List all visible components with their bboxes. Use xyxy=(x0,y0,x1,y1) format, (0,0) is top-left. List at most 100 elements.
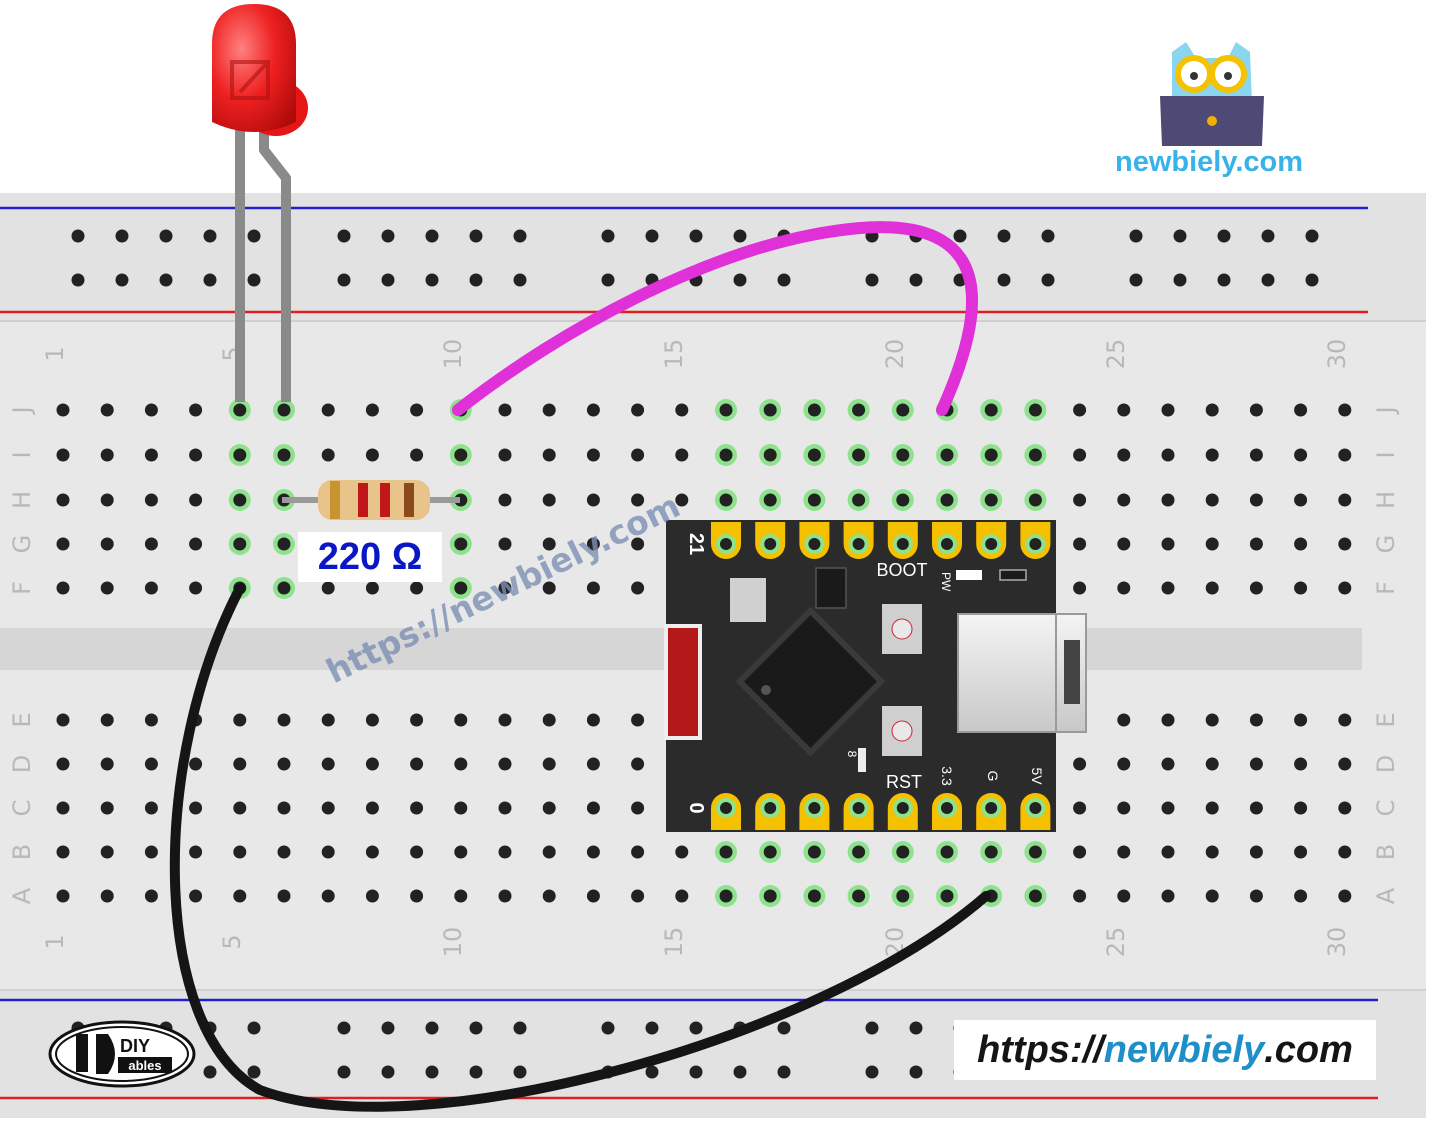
hole-socket xyxy=(645,1021,659,1035)
pin-5v-label: 5V xyxy=(1029,767,1045,785)
rail-hole xyxy=(381,229,395,243)
hole-socket xyxy=(586,801,600,815)
breadboard-hole xyxy=(189,537,203,551)
breadboard-hole xyxy=(273,444,295,466)
resistor-value-label: 220 Ω xyxy=(298,532,442,582)
hole-socket xyxy=(189,581,203,595)
breadboard-hole xyxy=(365,403,379,417)
hole-socket xyxy=(144,845,158,859)
breadboard-hole xyxy=(410,713,424,727)
rail-hole xyxy=(1305,229,1319,243)
hole-socket xyxy=(381,1021,395,1035)
hole-socket xyxy=(852,493,866,507)
breadboard-hole xyxy=(454,889,468,903)
breadboard-hole xyxy=(449,577,472,599)
row-label: D xyxy=(1372,755,1400,773)
pad-hole xyxy=(941,802,953,814)
breadboard-hole xyxy=(498,757,512,771)
hole-socket xyxy=(337,1021,351,1035)
usb-connector-front xyxy=(957,613,1057,733)
hole-socket xyxy=(513,1065,527,1079)
breadboard-hole xyxy=(542,757,556,771)
hole-socket xyxy=(365,581,379,595)
rail-hole xyxy=(997,229,1011,243)
pad-hole xyxy=(852,802,865,814)
hole-socket xyxy=(56,537,70,551)
breadboard-hole xyxy=(891,444,914,466)
hole-socket xyxy=(454,537,468,551)
col-number-top: 25 xyxy=(1102,339,1130,370)
breadboard-hole xyxy=(803,841,826,863)
breadboard-hole xyxy=(410,403,424,417)
hole-socket xyxy=(189,537,203,551)
hole-socket xyxy=(100,845,114,859)
row-label: I xyxy=(1372,451,1400,458)
hole-socket xyxy=(365,889,379,903)
breadboard-hole xyxy=(542,581,556,595)
breadboard-hole xyxy=(631,757,645,771)
breadboard-hole xyxy=(847,841,870,863)
hole-socket xyxy=(733,273,747,287)
hole-socket xyxy=(321,403,335,417)
hole-socket xyxy=(807,448,821,462)
breadboard-hole xyxy=(1294,889,1308,903)
hole-socket xyxy=(498,757,512,771)
breadboard-hole xyxy=(365,889,379,903)
breadboard-hole xyxy=(586,845,600,859)
rail-hole xyxy=(1129,273,1143,287)
breadboard-hole xyxy=(586,537,600,551)
hole-socket xyxy=(203,229,217,243)
hole-socket xyxy=(1249,757,1263,771)
hole-socket xyxy=(56,757,70,771)
breadboard-hole xyxy=(1205,448,1219,462)
breadboard-hole xyxy=(498,537,512,551)
breadboard-hole xyxy=(277,889,291,903)
breadboard-hole xyxy=(759,489,782,511)
rail-hole xyxy=(777,1065,791,1079)
hole-socket xyxy=(689,229,703,243)
rail-hole xyxy=(381,1021,395,1035)
breadboard-hole xyxy=(586,581,600,595)
breadboard-hole xyxy=(936,489,958,511)
breadboard-hole xyxy=(189,889,203,903)
hole-socket xyxy=(454,581,468,595)
breadboard-hole xyxy=(1161,448,1175,462)
rail-hole xyxy=(777,1021,791,1035)
breadboard-hole xyxy=(277,801,291,815)
row-label: J xyxy=(1372,406,1400,415)
rail-hole xyxy=(909,1021,923,1035)
regulator xyxy=(815,567,847,609)
hole-socket xyxy=(763,493,777,507)
breadboard-hole xyxy=(1205,713,1219,727)
breadboard-hole xyxy=(1294,757,1308,771)
breadboard-hole xyxy=(803,885,826,907)
rail-hole xyxy=(733,229,747,243)
hole-socket xyxy=(763,448,777,462)
hole-socket xyxy=(1028,889,1042,903)
breadboard-hole xyxy=(542,889,556,903)
owl-laptop-dot xyxy=(1207,116,1217,126)
breadboard-hole xyxy=(1249,537,1263,551)
hole-socket xyxy=(1073,801,1087,815)
board-pad-bottom xyxy=(1020,793,1051,830)
breadboard-hole xyxy=(1294,537,1308,551)
hole-socket xyxy=(56,845,70,859)
hole-socket xyxy=(71,229,85,243)
hole-socket xyxy=(454,448,468,462)
hole-socket xyxy=(189,757,203,771)
resistor-band-4 xyxy=(404,483,414,517)
magenta-wire xyxy=(452,221,979,416)
breadboard-hole xyxy=(100,889,114,903)
breadboard-hole xyxy=(1338,889,1352,903)
hole-socket xyxy=(777,1021,791,1035)
board-pad-bottom xyxy=(799,793,830,830)
hole-socket xyxy=(984,845,998,859)
breadboard-hole xyxy=(631,889,645,903)
hole-socket xyxy=(719,889,733,903)
hole-socket xyxy=(631,581,645,595)
hole-socket xyxy=(1294,889,1308,903)
hole-socket xyxy=(144,448,158,462)
breadboard-hole xyxy=(100,845,114,859)
hole-socket xyxy=(733,1065,747,1079)
